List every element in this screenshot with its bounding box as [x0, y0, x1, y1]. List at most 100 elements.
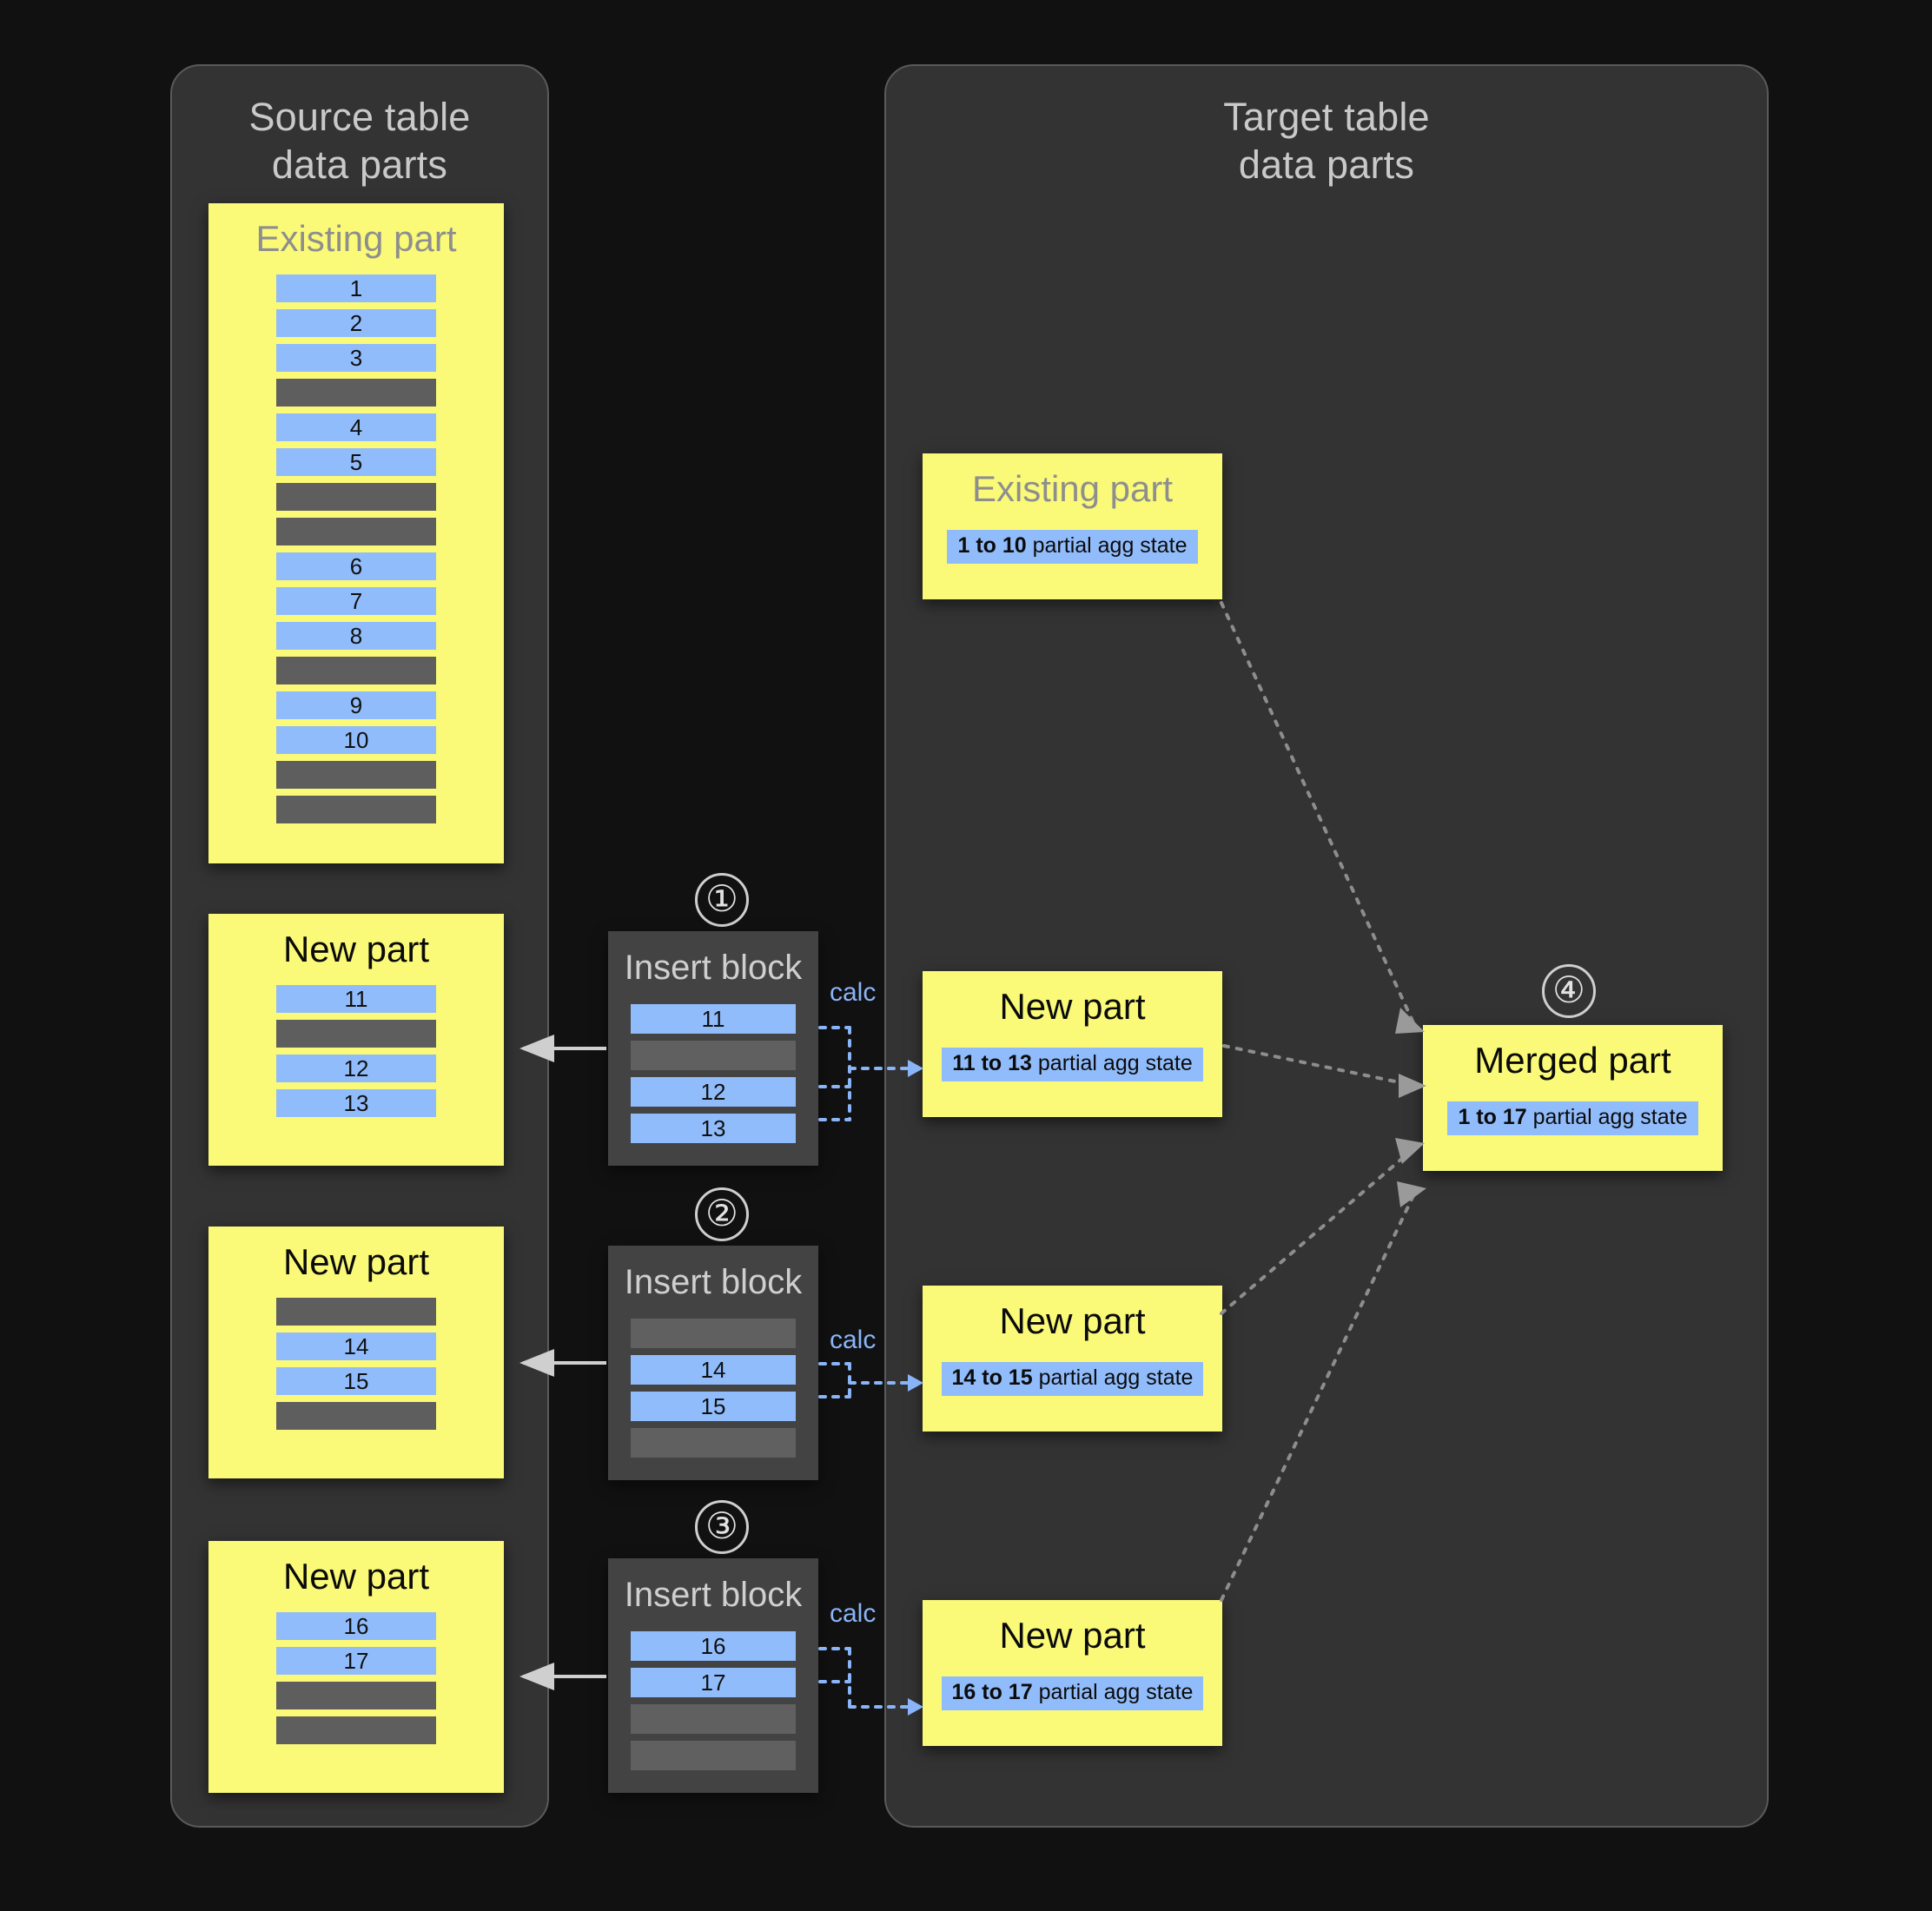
- merged-part-agg-chip: 1 to 17 partial agg state: [1447, 1101, 1698, 1135]
- target-new-part-2-agg-chip: 14 to 15 partial agg state: [941, 1362, 1204, 1396]
- insert-block-1-row: 13: [631, 1114, 796, 1143]
- insert-block-3-row: [631, 1704, 796, 1734]
- target-new-part-2-title: New part: [999, 1300, 1146, 1341]
- agg-range-label: 11 to 13: [952, 1051, 1032, 1075]
- target-new-part-1-title: New part: [999, 986, 1146, 1027]
- insert-block-2-row: [631, 1319, 796, 1348]
- source-existing-part-row: 3: [276, 344, 436, 372]
- target-new-part-2: New part 14 to 15 partial agg state: [923, 1286, 1222, 1432]
- source-existing-part-row: 1: [276, 274, 436, 302]
- source-new-part-2-row: 14: [276, 1332, 436, 1360]
- insert-block-1-title: Insert block: [624, 949, 803, 987]
- agg-suffix-label: partial agg state: [1032, 1680, 1194, 1704]
- source-existing-part-row: [276, 796, 436, 823]
- target-panel-title: Target table data parts: [1223, 95, 1430, 187]
- source-new-part-1-row: [276, 1020, 436, 1048]
- calc-label-3: calc: [830, 1599, 877, 1628]
- agg-range-label: 1 to 10: [957, 533, 1027, 558]
- source-existing-part-row: [276, 761, 436, 789]
- target-new-part-2-agg-wrap: 14 to 15 partial agg state: [923, 1362, 1222, 1396]
- source-new-part-3-row: 17: [276, 1647, 436, 1675]
- target-new-part-1: New part 11 to 13 partial agg state: [923, 971, 1222, 1117]
- source-new-part-1-row: 11: [276, 985, 436, 1013]
- source-new-part-3: New part 16 17: [208, 1541, 504, 1793]
- target-existing-part: Existing part 1 to 10 partial agg state: [923, 453, 1222, 599]
- source-existing-part-rows: 1 2 3 4 5 6 7 8 9 10: [208, 274, 504, 823]
- agg-suffix-label: partial agg state: [1526, 1105, 1688, 1129]
- target-new-part-3-title: New part: [999, 1615, 1146, 1656]
- source-new-part-1-title: New part: [282, 929, 430, 969]
- insert-block-2-row: 14: [631, 1355, 796, 1385]
- target-existing-part-agg-chip: 1 to 10 partial agg state: [947, 530, 1198, 564]
- target-new-part-1-agg-chip: 11 to 13 partial agg state: [942, 1048, 1203, 1081]
- step-marker-3: ③: [695, 1500, 749, 1554]
- source-new-part-1-row: 12: [276, 1055, 436, 1082]
- target-existing-part-title: Existing part: [971, 468, 1174, 509]
- calc-label-2: calc: [830, 1326, 877, 1354]
- target-new-part-3-agg-chip: 16 to 17 partial agg state: [941, 1676, 1204, 1710]
- source-existing-part-row: 6: [276, 552, 436, 580]
- agg-suffix-label: partial agg state: [1031, 1051, 1193, 1075]
- source-existing-part-row: 2: [276, 309, 436, 337]
- target-new-part-3-agg-wrap: 16 to 17 partial agg state: [923, 1676, 1222, 1710]
- source-new-part-3-row: [276, 1682, 436, 1709]
- insert-block-1-row: 11: [631, 1004, 796, 1034]
- target-new-part-3: New part 16 to 17 partial agg state: [923, 1600, 1222, 1746]
- source-existing-part-row: 5: [276, 448, 436, 476]
- target-existing-part-agg-wrap: 1 to 10 partial agg state: [923, 530, 1222, 564]
- source-existing-part-row: [276, 483, 436, 511]
- source-existing-part: Existing part 1 2 3 4 5 6 7 8 9 10: [208, 203, 504, 863]
- source-panel-title: Source table data parts: [248, 95, 471, 187]
- source-existing-part-row: [276, 379, 436, 407]
- insert-block-2-row: [631, 1428, 796, 1458]
- insert-block-3-title: Insert block: [624, 1576, 803, 1614]
- insert-block-3-row: [631, 1741, 796, 1770]
- insert-block-2-title: Insert block: [624, 1263, 803, 1301]
- source-new-part-1: New part 11 12 13: [208, 914, 504, 1166]
- target-new-part-1-agg-wrap: 11 to 13 partial agg state: [923, 1048, 1222, 1081]
- insert-block-1-row: [631, 1041, 796, 1070]
- step-marker-1: ①: [695, 873, 749, 927]
- source-new-part-2-row: [276, 1298, 436, 1326]
- merged-part-title: Merged part: [1474, 1040, 1671, 1081]
- agg-range-label: 14 to 15: [951, 1365, 1033, 1390]
- step-marker-2: ②: [695, 1187, 749, 1241]
- insert-block-2-row: 15: [631, 1392, 796, 1421]
- source-new-part-3-row: 16: [276, 1612, 436, 1640]
- agg-range-label: 16 to 17: [951, 1680, 1033, 1704]
- agg-range-label: 1 to 17: [1458, 1105, 1527, 1129]
- merged-part-agg-wrap: 1 to 17 partial agg state: [1423, 1101, 1723, 1135]
- insert-block-1-row: 12: [631, 1077, 796, 1107]
- source-existing-part-row: 4: [276, 413, 436, 441]
- source-new-part-2-row: 15: [276, 1367, 436, 1395]
- step-marker-4: ④: [1542, 964, 1596, 1018]
- source-existing-part-title: Existing part: [255, 218, 457, 259]
- merged-part: Merged part 1 to 17 partial agg state: [1423, 1025, 1723, 1171]
- calc-label-1: calc: [830, 978, 877, 1007]
- source-new-part-2-title: New part: [282, 1241, 430, 1282]
- source-existing-part-row: [276, 657, 436, 684]
- source-new-part-2-row: [276, 1402, 436, 1430]
- source-existing-part-row: 9: [276, 691, 436, 719]
- source-new-part-3-row: [276, 1716, 436, 1744]
- insert-block-1: Insert block 11 12 13: [608, 931, 818, 1166]
- source-existing-part-row: 10: [276, 726, 436, 754]
- insert-block-3-row: 17: [631, 1668, 796, 1697]
- source-existing-part-row: 8: [276, 622, 436, 650]
- source-new-part-1-row: 13: [276, 1089, 436, 1117]
- source-new-part-3-title: New part: [282, 1556, 430, 1597]
- insert-block-3-row: 16: [631, 1631, 796, 1661]
- source-existing-part-row: [276, 518, 436, 546]
- agg-suffix-label: partial agg state: [1026, 533, 1188, 558]
- source-existing-part-row: 7: [276, 587, 436, 615]
- insert-block-1-rows: 11 12 13: [608, 1004, 818, 1143]
- target-table-panel: Target table data parts: [884, 64, 1769, 1828]
- source-new-part-1-rows: 11 12 13: [208, 985, 504, 1117]
